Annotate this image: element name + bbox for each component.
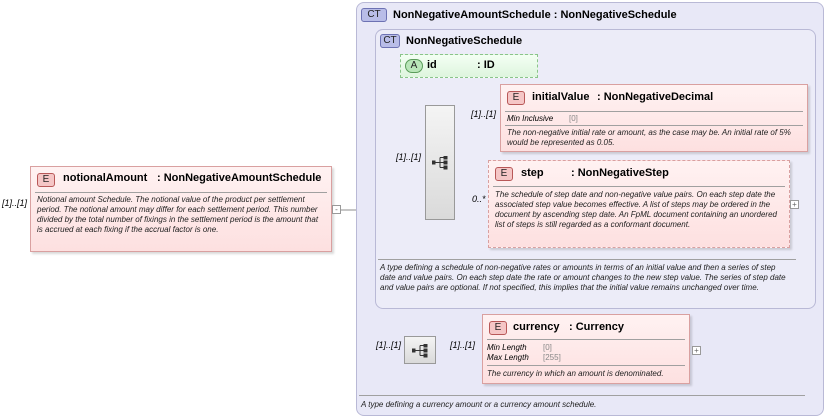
- attribute-id-name: id: [427, 59, 437, 71]
- facet-value: [255]: [543, 353, 561, 362]
- separator: [505, 125, 803, 126]
- currency-name: currency: [513, 321, 560, 333]
- facet-value: [0]: [543, 343, 552, 352]
- initial-value-cardinality: [1]..[1]: [471, 109, 497, 119]
- separator: [378, 259, 796, 260]
- notional-amount-description: Notional amount Schedule. The notional v…: [37, 195, 319, 234]
- outer-type-description: A type defining a currency amount or a c…: [361, 400, 597, 409]
- separator: [505, 111, 803, 112]
- initial-value-type: : NonNegativeDecimal: [597, 91, 714, 103]
- element-badge: E: [495, 167, 513, 181]
- step-name: step: [521, 167, 544, 179]
- facet-label: Max Length: [487, 353, 529, 362]
- attribute-id[interactable]: A id : ID: [400, 54, 538, 78]
- step-description: The schedule of step date and non-negati…: [495, 190, 777, 229]
- inner-sequence-compositor[interactable]: [425, 105, 455, 220]
- currency-cardinality: [1]..[1]: [450, 340, 476, 350]
- separator: [359, 395, 805, 396]
- inner-sequence-cardinality: [1]..[1]: [396, 152, 422, 162]
- separator: [487, 339, 685, 340]
- element-badge: E: [489, 321, 507, 335]
- step-element[interactable]: E step : NonNegativeStep The schedule of…: [488, 160, 790, 248]
- element-badge: E: [37, 173, 55, 187]
- inner-type-title: NonNegativeSchedule: [406, 35, 523, 47]
- notional-amount-element[interactable]: E notionalAmount : NonNegativeAmountSche…: [30, 166, 332, 252]
- complex-type-badge: CT: [380, 34, 400, 48]
- complex-type-badge: CT: [361, 8, 387, 22]
- expand-plus-icon[interactable]: +: [790, 200, 799, 209]
- separator: [493, 186, 785, 187]
- outer-sequence-cardinality: [1]..[1]: [376, 340, 402, 350]
- expand-plus-icon[interactable]: +: [692, 346, 701, 355]
- currency-element[interactable]: E currency : Currency Min Length [0] Max…: [482, 314, 690, 384]
- outer-type-title: NonNegativeAmountSchedule : NonNegativeS…: [393, 9, 677, 21]
- sequence-compositor-icon: [412, 344, 428, 358]
- separator: [35, 192, 327, 193]
- currency-description: The currency in which an amount is denom…: [487, 369, 664, 378]
- initial-value-name: initialValue: [532, 91, 590, 103]
- element-badge: E: [507, 91, 525, 105]
- attribute-badge: A: [405, 59, 423, 73]
- initial-value-description: The non-negative initial rate or amount,…: [507, 128, 791, 147]
- step-type: : NonNegativeStep: [571, 167, 669, 179]
- inner-type-description: A type defining a schedule of non-negati…: [380, 263, 786, 292]
- initial-value-element[interactable]: E initialValue : NonNegativeDecimal Min …: [500, 84, 808, 152]
- step-cardinality: 0..*: [472, 194, 486, 204]
- outer-sequence-compositor[interactable]: [404, 336, 436, 364]
- facet-label: Min Length: [487, 343, 527, 352]
- expand-plus-icon[interactable]: -: [332, 205, 341, 214]
- notional-amount-type: : NonNegativeAmountSchedule: [157, 172, 322, 184]
- attribute-id-type: : ID: [477, 59, 495, 71]
- facet-label: Min Inclusive: [507, 114, 554, 123]
- separator: [487, 365, 685, 366]
- currency-type: : Currency: [569, 321, 625, 333]
- sequence-compositor-icon: [432, 156, 448, 170]
- notional-amount-name: notionalAmount: [63, 172, 148, 184]
- notional-amount-cardinality: [1]..[1]: [2, 198, 28, 208]
- facet-value: [0]: [569, 114, 578, 123]
